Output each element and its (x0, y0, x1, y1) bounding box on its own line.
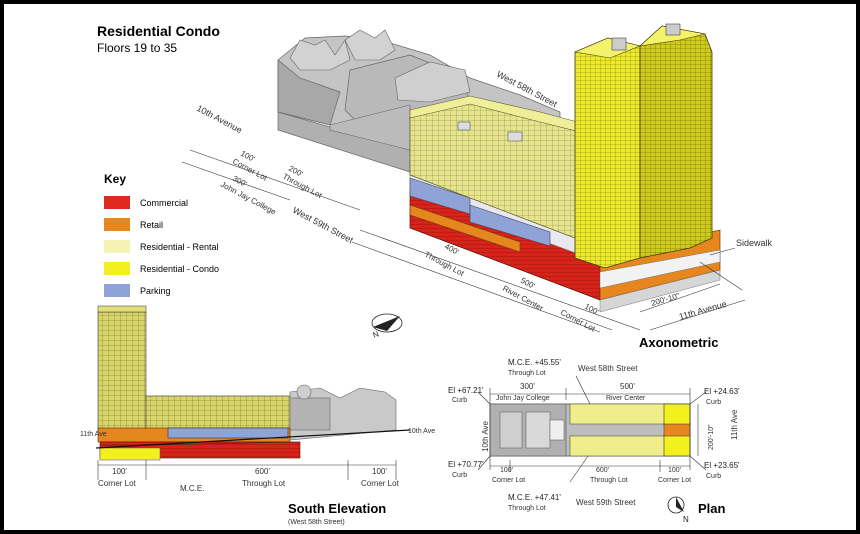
plan-top-label-1: John Jay College (496, 395, 550, 402)
axonometric-label: Axonometric (639, 335, 718, 350)
south-elevation-drawing (95, 305, 411, 480)
axon-street-east: 11th Avenue (678, 299, 728, 322)
plan-top-dim-1: 300' (520, 382, 535, 391)
plan-mce-bottom-sub: Through Lot (508, 505, 546, 512)
legend-swatch (104, 262, 130, 275)
legend-swatch (104, 284, 130, 297)
axon-dim-river-center: 500' (519, 276, 537, 291)
legend-swatch (104, 218, 130, 231)
plan-el-ne: El +24.63' (704, 387, 740, 396)
elevation-dim-3: 100' (372, 467, 387, 476)
axon-dim-corner-lot-e: 100' (583, 302, 601, 317)
diagram-subtitle: Floors 19 to 35 (97, 41, 177, 55)
elevation-dim-2: 600' (255, 467, 270, 476)
plan-top-dim-2: 500' (620, 382, 635, 391)
plan-bottom-dim-1: 100' (500, 467, 513, 474)
elevation-label-corner-lot-e: Corner Lot (361, 479, 400, 488)
plan-mce-top-sub: Through Lot (508, 370, 546, 377)
plan-top-label-2: River Center (606, 395, 646, 402)
axon-dim-through-lot-w-label: Through Lot (281, 172, 324, 201)
plan-ave-east: 11th Ave (730, 409, 739, 440)
plan-el-sw: El +70.77' (448, 460, 484, 469)
elevation-dim-1: 100' (112, 467, 127, 476)
plan-north-label: N (683, 515, 689, 524)
plan-north-arrow-icon (667, 496, 685, 514)
plan-bottom-label-3: Corner Lot (658, 477, 691, 484)
legend-label: Commercial (140, 198, 188, 208)
legend-label: Parking (140, 286, 171, 296)
plan-drawing (477, 375, 707, 483)
plan-bottom-label-1: Corner Lot (492, 477, 525, 484)
legend-label: Retail (140, 220, 163, 230)
legend-heading: Key (104, 172, 126, 186)
legend-label: Residential - Condo (140, 264, 219, 274)
legend-swatch (104, 240, 130, 253)
south-elevation-label: South Elevation (288, 501, 386, 516)
axon-street-south: West 59th Street (291, 205, 355, 245)
elevation-label-mce: M.C.E. (180, 484, 204, 493)
plan-label: Plan (698, 501, 726, 516)
plan-el-nw: El +67.21' (448, 386, 484, 395)
elevation-left-ave: 11th Ave (80, 431, 107, 438)
plan-bottom-dim-3: 100' (668, 467, 681, 474)
south-elevation-sublabel: (West 58th Street) (288, 519, 345, 526)
plan-depth: 200'-10" (708, 424, 715, 450)
axon-dim-through-lot-e-label: Through Lot (423, 250, 466, 279)
legend-label: Residential - Rental (140, 242, 219, 252)
plan-el-se: El +23.65' (704, 461, 740, 470)
elevation-label-through-lot: Through Lot (242, 479, 286, 488)
elevation-label-corner-lot-w: Corner Lot (98, 479, 137, 488)
plan-el-se-sub: Curb (706, 473, 721, 480)
plan-bottom-label-2: Through Lot (590, 477, 628, 484)
axon-north-label: N (372, 329, 381, 340)
plan-ave-west: 10th Ave (481, 420, 490, 452)
plan-street-north: West 58th Street (578, 364, 638, 373)
elevation-right-ave: 10th Ave (408, 428, 435, 435)
axon-sidewalk-label: Sidewalk (736, 238, 773, 248)
legend-swatch (104, 196, 130, 209)
axonometric-drawing (181, 23, 746, 333)
plan-el-nw-sub: Curb (452, 397, 467, 404)
plan-el-sw-sub: Curb (452, 472, 467, 479)
plan-el-ne-sub: Curb (706, 399, 721, 406)
diagram-title: Residential Condo (97, 23, 220, 39)
axon-street-west: 10th Avenue (195, 103, 244, 135)
axon-north-arrow-icon (371, 313, 403, 333)
plan-mce-bottom: M.C.E. +47.41' (508, 493, 561, 502)
plan-bottom-dim-2: 600' (596, 467, 609, 474)
plan-mce-top: M.C.E. +45.55' (508, 358, 561, 367)
plan-street-south: West 59th Street (576, 498, 636, 507)
